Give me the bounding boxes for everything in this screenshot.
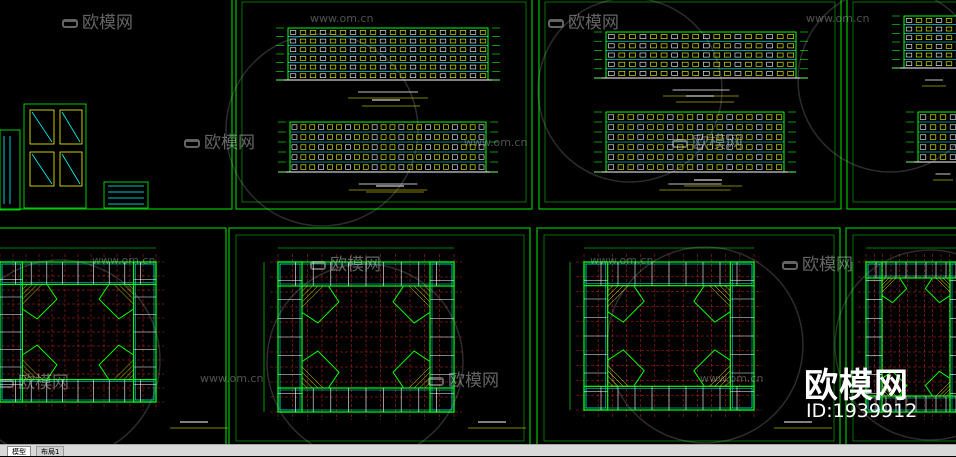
watermark-logo: 欧模网 [782, 250, 853, 275]
layout-tab-bar: 模型 布局1 [0, 444, 956, 456]
building-elevation [594, 31, 808, 97]
building-elevation [892, 15, 956, 87]
courtyard-floor-plan [263, 247, 462, 420]
sheet-frame [235, 0, 533, 210]
watermark-logo: 欧模网 [310, 250, 381, 275]
sheet-frame [845, 227, 956, 444]
watermark-logo: 欧模网 [548, 8, 619, 33]
watermark-logo: 欧模网 [428, 366, 499, 391]
watermark-url: www.om.cn [464, 136, 528, 149]
elevation-drawings [170, 15, 956, 429]
sheet-frame [846, 0, 956, 210]
courtyard-floor-plan [0, 247, 164, 410]
sheet-frame [538, 0, 842, 210]
sheet-frame [228, 227, 531, 444]
sheet-frame [0, 0, 233, 210]
watermark-url: www.om.cn [92, 254, 156, 267]
courtyard-floor-plan [569, 247, 762, 418]
watermark-url: www.om.cn [200, 372, 264, 385]
sheet-frame [536, 227, 841, 444]
watermark-logo: 欧模网 [62, 8, 133, 33]
watermark-url: www.om.cn [806, 12, 870, 25]
watermark-logo: 欧模网 [672, 128, 743, 153]
brand-logo: 欧模网 [804, 366, 909, 406]
stair-details [0, 103, 149, 211]
model-space-canvas[interactable]: 欧模网 www.om.cn 欧模网 www.om.cn 欧模网 www.om.c… [0, 0, 956, 444]
sheet-frame [0, 227, 227, 444]
watermark-logo: 欧模网 [184, 128, 255, 153]
tab-layout1[interactable]: 布局1 [36, 446, 65, 456]
building-elevation [906, 111, 956, 181]
watermark-url: www.om.cn [310, 12, 374, 25]
floor-plan-drawings [0, 247, 956, 420]
resource-id: ID:1939912 [806, 400, 918, 422]
cad-drawing [0, 0, 956, 444]
tab-model[interactable]: 模型 [7, 446, 31, 456]
watermark-url: www.om.cn [590, 254, 654, 267]
building-elevation [278, 121, 498, 191]
building-elevation [594, 111, 796, 191]
watermark-logo: 欧模网 [0, 368, 69, 393]
building-elevation [276, 27, 500, 99]
watermark-url: www.om.cn [700, 372, 764, 385]
courtyard-floor-plan [851, 247, 956, 420]
